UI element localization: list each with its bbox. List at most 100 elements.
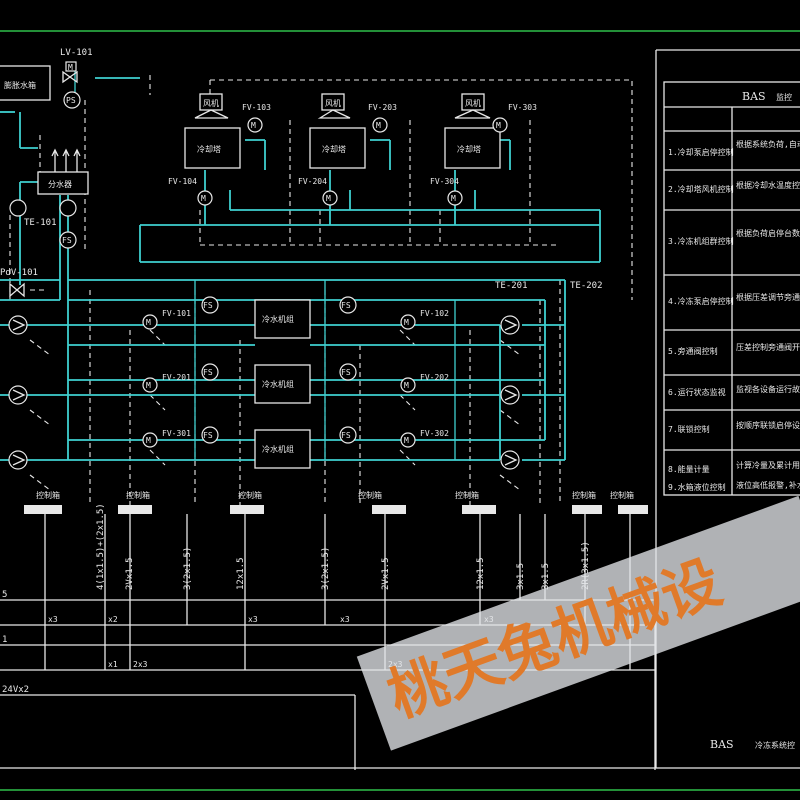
tag-fv101: FV-101	[162, 309, 191, 318]
table-row-desc: 监视各设备运行故障状态	[736, 384, 800, 394]
cooling-tower-3	[444, 127, 501, 169]
cabinet-1	[24, 505, 62, 514]
cabinet-label: 控制箱	[126, 490, 150, 500]
flow-switch-2	[201, 363, 219, 381]
bus-label-3: 24Vx2	[2, 685, 29, 695]
cabinet-label: 控制箱	[238, 490, 262, 500]
tag-fv103: FV-103	[242, 103, 271, 112]
wire-count: x2	[108, 615, 118, 624]
table-row-desc: 根据压差调节旁通阀	[736, 292, 800, 302]
tag-te101: TE-101	[24, 218, 57, 228]
sensor-symbol: FS	[203, 431, 213, 440]
chiller-1-label: 冷水机组	[262, 314, 294, 324]
table-row-no: 8.能量计量	[668, 464, 710, 474]
valve-fv104	[197, 190, 213, 206]
table-row-no: 4.冷冻泵启停控制	[668, 296, 734, 306]
valve-fv301	[142, 432, 158, 448]
valve-m: M	[146, 381, 151, 390]
tag-te201: TE-201	[495, 281, 528, 291]
valve-fv102	[400, 314, 416, 330]
control-description-table: BAS 监控 1.冷却泵启停控制 根据系统负荷,自动控制冷却水泵的启停 2.冷却…	[663, 81, 800, 496]
flow-switch-6	[339, 426, 357, 444]
drawing-title: BAS	[710, 738, 734, 751]
water-separator-label: 分水器	[48, 179, 72, 189]
flow-switch-5	[339, 363, 357, 381]
cooling-tower-1-label: 冷却塔	[197, 144, 221, 154]
sensor-symbol: FS	[62, 236, 72, 245]
fan-3-label: 风机	[465, 98, 481, 108]
cabinet-4	[372, 505, 406, 514]
valve-fv302	[400, 432, 416, 448]
cooling-tower-1	[184, 127, 241, 169]
cable-spec: 3(2x1.5)	[321, 547, 331, 590]
cabinet-label: 控制箱	[36, 490, 60, 500]
watermark: 桃天兔机械设	[356, 495, 800, 751]
valve-m: M	[404, 318, 409, 327]
sensor-symbol: PS	[66, 96, 76, 105]
table-row-no: 2.冷却塔风机控制	[668, 184, 734, 194]
sensor-symbol: FS	[341, 431, 351, 440]
control-signal-lines	[9, 75, 633, 505]
tag-pdv101: PdV-101	[0, 268, 38, 278]
sensor-level	[63, 91, 81, 109]
table-row-no: 9.水箱液位控制	[668, 482, 726, 492]
wire-count: 2x3	[133, 660, 148, 669]
instruments: M PS FS M M M FS	[8, 61, 520, 470]
tag-fv301: FV-301	[162, 429, 191, 438]
tag-fv203: FV-203	[368, 103, 397, 112]
table-row-desc: 根据系统负荷,自动控制冷却水泵的启停	[736, 139, 800, 149]
cable-spec: 12x1.5	[476, 557, 486, 590]
valve-m: M	[404, 381, 409, 390]
sensor-symbol: FS	[203, 301, 213, 310]
tag-lv101: LV-101	[60, 48, 93, 58]
drawing-title-suffix: 冷冻系统控	[755, 740, 795, 750]
expansion-tank-label: 膨胀水箱	[4, 80, 36, 90]
water-separator	[37, 171, 89, 195]
wire-count: x3	[340, 615, 350, 624]
cable-spec: 3(2x1.5)	[183, 547, 193, 590]
valve-lv101	[62, 70, 78, 84]
table-row-desc: 根据负荷启停台数,联锁控制	[736, 228, 800, 238]
cabinet-label: 控制箱	[455, 490, 479, 500]
chiller-3-label: 冷水机组	[262, 444, 294, 454]
valve-m: M	[496, 121, 501, 130]
table-row-no: 5.旁通阀控制	[668, 346, 718, 356]
wire-count: x3	[48, 615, 58, 624]
flow-switch-3	[201, 426, 219, 444]
valve-fv101	[142, 314, 158, 330]
table-row-no: 3.冷冻机组群控制	[668, 236, 734, 246]
bus-label-2: 1	[2, 635, 7, 645]
fan-1-label: 风机	[203, 98, 219, 108]
sensor-symbol: FS	[203, 368, 213, 377]
cable-spec: 2Vx1.5	[381, 557, 391, 590]
actuator-m: M	[68, 63, 73, 72]
valve-pdv101	[9, 282, 25, 298]
actuator-lv101	[65, 61, 77, 72]
valve-m: M	[251, 121, 256, 130]
tag-fv204: FV-204	[298, 177, 327, 186]
cabinet-3	[230, 505, 264, 514]
control-cabinets: 控制箱 控制箱 控制箱 控制箱 控制箱 控制箱 控制箱	[24, 490, 648, 514]
cable-spec: 2R(3x1.5)	[581, 541, 591, 590]
cable-spec: 12x1.5	[236, 557, 246, 590]
wire-count: x1	[108, 660, 118, 669]
table-row-desc: 压差控制旁通阀开度	[736, 342, 800, 352]
tag-fv104: FV-104	[168, 177, 197, 186]
valve-fv303	[492, 117, 508, 133]
table-row-no: 1.冷却泵启停控制	[668, 147, 734, 157]
table-row-desc: 液位高低报警,补水控制	[736, 480, 800, 490]
chiller-2-label: 冷水机组	[262, 379, 294, 389]
fan-2-label: 风机	[325, 98, 341, 108]
cooling-tower-2	[309, 127, 366, 169]
chiller-1	[254, 299, 311, 339]
table-row-desc: 计算冷量及累计用量	[736, 460, 800, 470]
tag-fv303: FV-303	[508, 103, 537, 112]
tag-fv201: FV-201	[162, 373, 191, 382]
cable-spec: 2Vx1.5	[125, 557, 135, 590]
valve-m: M	[326, 194, 331, 203]
bus-label-1: 5	[2, 590, 7, 600]
valve-m: M	[146, 436, 151, 445]
chiller-3	[254, 429, 311, 469]
tag-fv102: FV-102	[420, 309, 449, 318]
